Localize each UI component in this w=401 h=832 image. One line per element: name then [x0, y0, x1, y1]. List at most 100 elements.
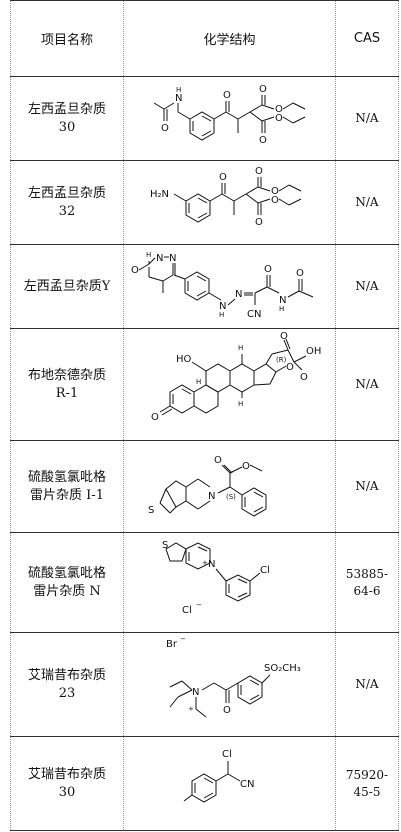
o-label: O [223, 90, 231, 101]
o-label: O [223, 705, 231, 716]
minus-label: − [196, 601, 202, 609]
cas-cell: 75920- 45-5 [335, 736, 399, 831]
table-row: 左西孟旦杂质Y O H N N N H N CN [10, 244, 399, 329]
o-label: O [259, 84, 267, 95]
name-line: R-1 [55, 385, 79, 401]
name-line: 30 [58, 784, 76, 800]
cas-value: N/A [355, 195, 379, 209]
cas-value: 64-6 [353, 583, 381, 598]
plus-label: + [188, 705, 194, 713]
row-name-cell: 艾瑞昔布杂质 30 [10, 736, 124, 831]
o-label: O [151, 412, 159, 423]
table-row: 布地奈德杂质 R-1 O H HO H H O (R) O [10, 328, 399, 441]
o-label: O [300, 372, 308, 383]
cl-label: Cl [182, 605, 192, 616]
structure-cell: S N (S) O O [123, 440, 336, 533]
cn-label: CN [247, 309, 261, 320]
structure-cell: Br − N + O SO₂CH₃ [123, 632, 336, 737]
structure-cell: S N + Cl Cl − [123, 532, 336, 633]
cn-label: CN [240, 779, 254, 790]
n-label: N [208, 559, 215, 570]
chemical-structure-drawing: O H N N N H N CN O [131, 251, 313, 320]
o-label: O [264, 264, 272, 275]
cas-value: N/A [355, 479, 379, 493]
cas-value: 45-5 [353, 784, 381, 799]
chemical-structure-drawing: S N (S) O O [148, 455, 266, 517]
cas-cell: N/A [335, 632, 399, 737]
stereo-label: (R) [276, 356, 287, 364]
oh-label: OH [306, 346, 321, 357]
name-line: 左西孟旦杂质 [27, 101, 106, 117]
name-line: 布地奈德杂质 [27, 367, 106, 383]
row-name-cell: 左西孟旦杂质 30 [10, 76, 124, 161]
h-label: H [219, 311, 224, 319]
table-row: 左西孟旦杂质 32 H₂N O O O O O N/A [10, 160, 399, 245]
name-line: 雷片杂质 I-1 [30, 487, 104, 503]
row-name-cell: 左西孟旦杂质Y [10, 244, 124, 329]
cas-cell: N/A [335, 160, 399, 245]
structure-cell: O H N N N H N CN O [123, 244, 336, 329]
minus-label: − [180, 635, 186, 643]
n-label: N [235, 289, 242, 300]
o-label: O [161, 123, 169, 134]
o-label: O [255, 217, 263, 228]
header-name: 项目名称 [10, 0, 124, 77]
name-line: 左西孟旦杂质 [27, 185, 106, 201]
o-label: O [219, 172, 227, 183]
cas-cell: N/A [335, 76, 399, 161]
chemical-structure-drawing: Br − N + O SO₂CH₃ [166, 635, 301, 717]
name-line: 左西孟旦杂质Y [23, 278, 111, 294]
structure-cell: N H O O O O O O [123, 76, 336, 161]
n-label: N [169, 253, 176, 264]
structure-cell: O H HO H H O (R) O O OH [123, 328, 336, 441]
h-label: H [238, 344, 243, 352]
h-label: H [279, 305, 284, 313]
so2ch3-label: SO₂CH₃ [264, 663, 301, 674]
row-name-cell: 布地奈德杂质 R-1 [10, 328, 124, 441]
o-label: O [275, 113, 283, 124]
o-label: O [242, 461, 250, 472]
o-label: O [255, 166, 263, 177]
table-row: 硫酸氢氯吡格雷片杂质 I-1 S N (S) O O N/A [10, 440, 399, 533]
h-label: H [196, 378, 201, 386]
s-label: S [162, 540, 168, 551]
name-line: 艾瑞昔布杂质 [27, 667, 106, 683]
cas-value: N/A [355, 279, 379, 293]
ho-label: HO [176, 354, 192, 365]
name-line: 艾瑞昔布杂质 [27, 766, 106, 782]
o-label: O [131, 265, 139, 276]
o-label: O [271, 195, 279, 206]
table-row: 硫酸氢氯吡格雷片杂质 N S N + Cl Cl − 53885-64-6 [10, 532, 399, 633]
h-label: H [146, 251, 151, 259]
n-label: N [208, 491, 215, 502]
br-label: Br [166, 639, 178, 650]
structure-cell: Cl CN [123, 736, 336, 831]
name-line: 32 [58, 203, 76, 219]
header-row: 项目名称 化学结构 CAS [10, 0, 399, 77]
cas-cell: N/A [335, 440, 399, 533]
table-row: 左西孟旦杂质 30 N H O O O O O O [10, 76, 399, 161]
n-label: N [192, 687, 199, 698]
stereo-label: (S) [226, 493, 236, 501]
name-line: 23 [58, 685, 76, 701]
chemical-structure-drawing: Cl CN [183, 749, 254, 803]
chemical-structure-drawing: H₂N O O O O O [150, 166, 301, 228]
cas-value: 75920- [345, 767, 389, 782]
cl-label: Cl [260, 565, 270, 576]
cas-cell: N/A [335, 328, 399, 441]
cas-value: N/A [355, 377, 379, 391]
h-label: H [238, 400, 243, 408]
name-line: 30 [58, 119, 76, 135]
o-label: O [280, 332, 288, 342]
cas-cell: 53885-64-6 [335, 532, 399, 633]
cas-cell: N/A [335, 244, 399, 329]
name-line: 硫酸氢氯吡格 [27, 565, 106, 581]
o-label: O [296, 268, 304, 279]
row-name-cell: 硫酸氢氯吡格雷片杂质 I-1 [10, 440, 124, 533]
s-label: S [148, 505, 154, 516]
name-line: 雷片杂质 N [33, 583, 101, 599]
plus-label: + [202, 559, 208, 567]
chemical-structure-drawing: O H HO H H O (R) O O OH [151, 332, 321, 423]
row-name-cell: 左西孟旦杂质 32 [10, 160, 124, 245]
o-label: O [259, 135, 267, 146]
